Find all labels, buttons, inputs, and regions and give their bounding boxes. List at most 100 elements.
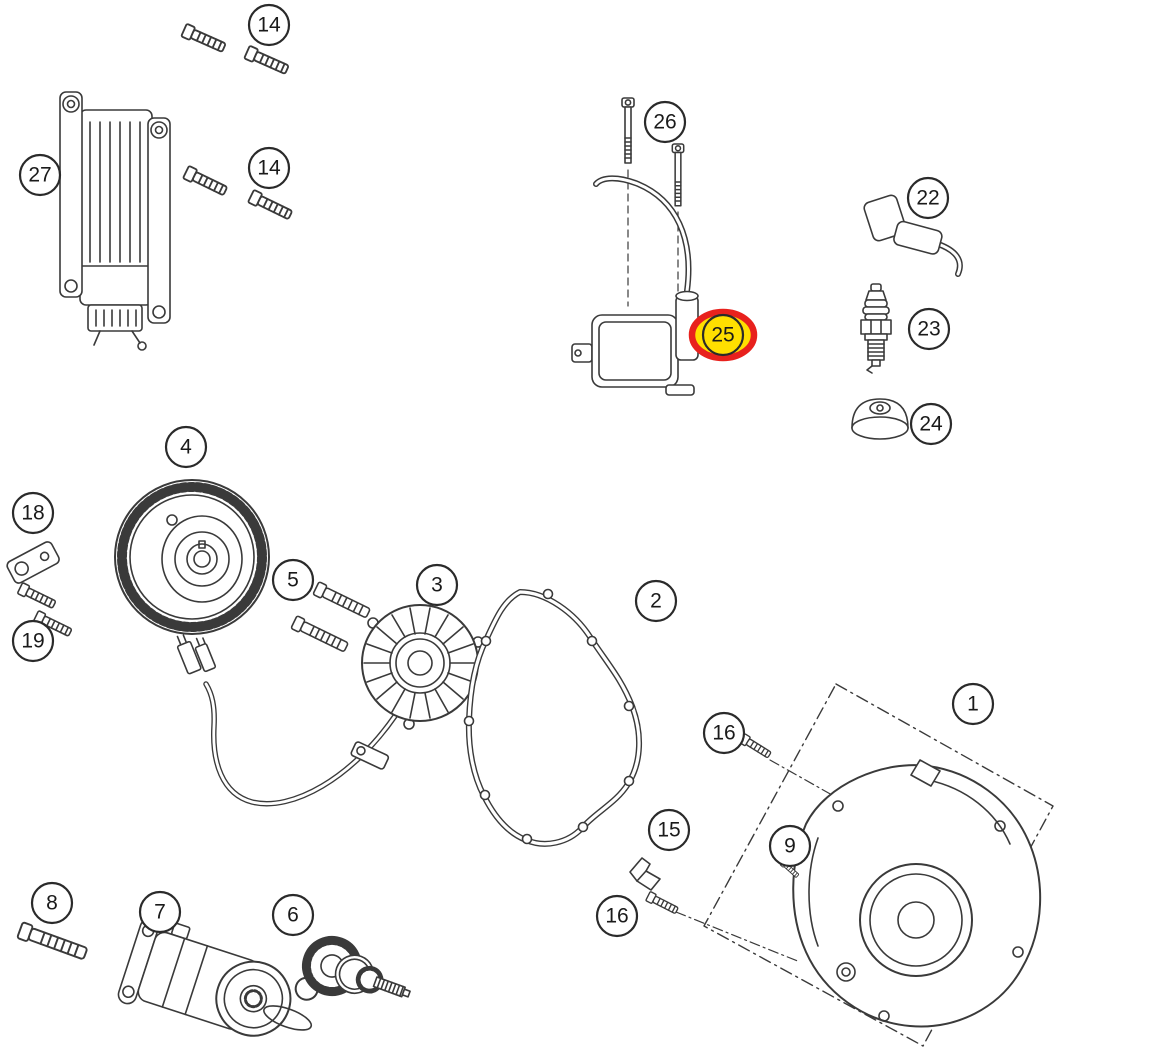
stator-bracket (350, 741, 390, 770)
callout-25-highlighted[interactable]: 25 (688, 308, 758, 362)
callout-label: 26 (653, 111, 676, 134)
part-control-unit-27 (59, 91, 171, 351)
part-gasket-2 (463, 588, 642, 847)
bolt-icon (182, 164, 230, 199)
callout-circle (18, 153, 62, 197)
part-clamp-15 (629, 857, 661, 891)
part-stator-3 (176, 604, 484, 807)
callout-3[interactable]: 3 (415, 563, 459, 607)
callouts-layer: 14 27 14 26 22 25 23 24 4 18 5 3 19 2 16 1 15 9 16 8 7 6 (11, 3, 995, 938)
callout-19[interactable]: 19 (11, 619, 55, 663)
callout-circle (906, 176, 950, 220)
callout-circle (595, 894, 639, 938)
gasket-outline (465, 589, 642, 847)
stator-connectors (176, 634, 217, 675)
callout-2[interactable]: 2 (634, 579, 678, 623)
callout-label: 3 (431, 574, 443, 597)
stator-harness (203, 681, 398, 807)
callout-circle (634, 579, 678, 623)
callout-circle (271, 893, 315, 937)
callout-label: 6 (287, 904, 299, 927)
bolt-icon (16, 581, 58, 611)
callout-16[interactable]: 16 (702, 711, 746, 755)
callout-15[interactable]: 15 (647, 808, 691, 852)
callout-label: 16 (712, 722, 735, 745)
callout-circle (702, 711, 746, 755)
callout-label: 15 (657, 819, 680, 842)
callout-label: 9 (784, 835, 796, 858)
callout-label: 22 (916, 187, 939, 210)
stator-coils (363, 607, 477, 719)
callout-circle (247, 3, 291, 47)
callout-label: 7 (154, 901, 166, 924)
callout-circle (271, 558, 315, 602)
callout-27[interactable]: 27 (18, 153, 62, 197)
part-starter-motor-7 (117, 918, 292, 1037)
callout-circle (701, 313, 745, 357)
callout-label: 1 (967, 693, 979, 716)
part-ignition-coil-25 (571, 175, 699, 396)
bolt-icon (290, 614, 350, 655)
callout-4[interactable]: 4 (164, 425, 208, 469)
callout-18[interactable]: 18 (11, 491, 55, 535)
callout-16[interactable]: 16 (595, 894, 639, 938)
bolt-icon (312, 580, 372, 621)
screw-icon (671, 143, 685, 207)
callout-14[interactable]: 14 (247, 3, 291, 47)
callout-circle (11, 491, 55, 535)
part-bolt-8 (16, 921, 90, 963)
callout-label: 25 (711, 324, 734, 347)
part-starter-drive-6 (263, 936, 411, 1031)
callout-circle (30, 881, 74, 925)
callout-9[interactable]: 9 (768, 824, 812, 868)
callout-label: 8 (46, 892, 58, 915)
callout-label: 24 (919, 413, 943, 436)
callout-circle (768, 824, 812, 868)
callout-26[interactable]: 26 (643, 100, 687, 144)
callout-label: 19 (21, 630, 44, 653)
callout-label: 2 (650, 590, 662, 613)
callout-circle (415, 563, 459, 607)
callout-label: 14 (257, 157, 281, 180)
bolt-icon (180, 22, 228, 55)
callout-label: 27 (28, 164, 51, 187)
callout-circle (138, 890, 182, 934)
callout-label: 4 (180, 436, 192, 459)
callout-circle (647, 808, 691, 852)
callout-circle (909, 402, 953, 446)
callout-5[interactable]: 5 (271, 558, 315, 602)
callout-6[interactable]: 6 (271, 893, 315, 937)
part-flywheel-4 (114, 479, 270, 635)
part-boundary-box-1 (703, 683, 1054, 1047)
callout-14[interactable]: 14 (247, 146, 291, 190)
callout-22[interactable]: 22 (906, 176, 950, 220)
leader-line (675, 911, 801, 963)
callout-label: 18 (21, 502, 44, 525)
bolt-icon (247, 188, 295, 223)
callout-1[interactable]: 1 (951, 682, 995, 726)
screw-icon (621, 97, 635, 164)
part-ignition-cover-1 (792, 759, 1042, 1028)
flywheel-teeth (117, 482, 267, 632)
callout-label: 23 (917, 318, 940, 341)
part-pickup-sensor-18 (6, 541, 60, 584)
part-spark-plug-cap-22 (863, 194, 963, 277)
part-bolt-16-lower (645, 890, 680, 916)
part-grommet-24 (851, 398, 909, 440)
callout-7[interactable]: 7 (138, 890, 182, 934)
callout-8[interactable]: 8 (30, 881, 74, 925)
bolt-icon (243, 44, 291, 77)
callout-label: 5 (287, 569, 299, 592)
callout-23[interactable]: 23 (907, 307, 951, 351)
callout-circle (643, 100, 687, 144)
callout-circle (951, 682, 995, 726)
callout-circle (247, 146, 291, 190)
callout-circle (907, 307, 951, 351)
callout-24[interactable]: 24 (909, 402, 953, 446)
callout-label: 14 (257, 14, 281, 37)
part-spark-plug-23 (860, 283, 892, 374)
callout-label: 16 (605, 905, 628, 928)
callout-circle (11, 619, 55, 663)
